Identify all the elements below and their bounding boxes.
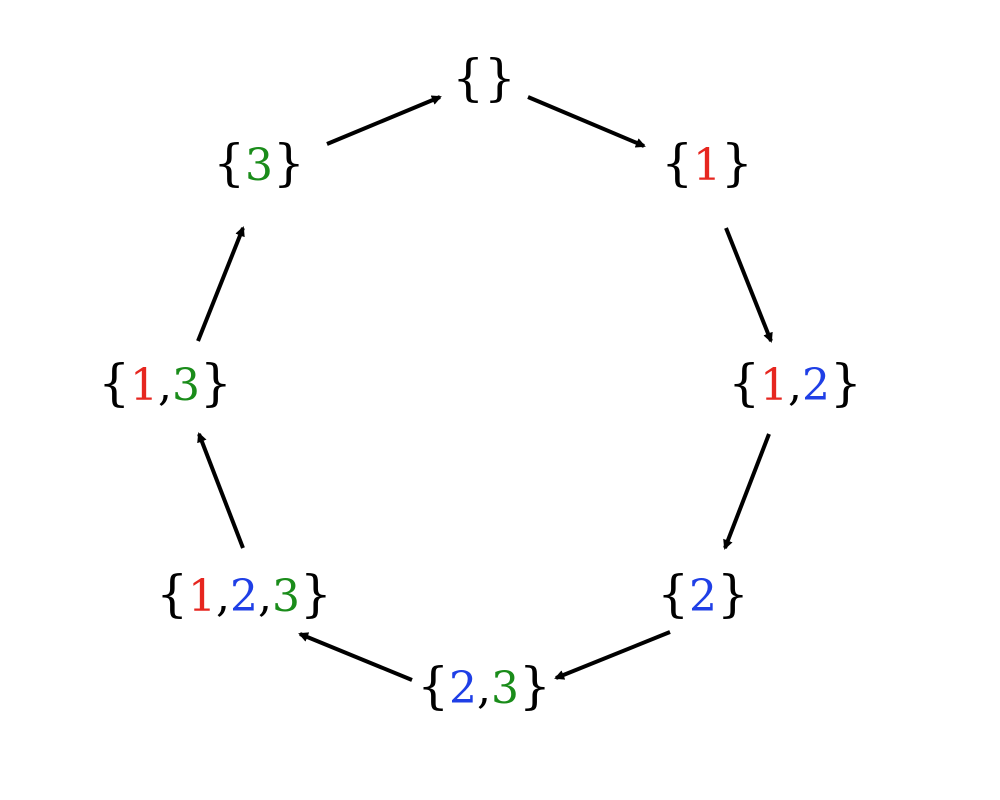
close-brace: } <box>721 134 753 192</box>
open-brace: { <box>417 657 449 715</box>
close-brace: } <box>484 49 516 107</box>
set-node-s2: {2} <box>657 569 749 619</box>
arrow-s1-to-s12 <box>724 227 773 343</box>
close-brace: } <box>830 354 862 412</box>
element-2: 2 <box>449 663 477 714</box>
close-brace: } <box>273 134 305 192</box>
element-2: 2 <box>689 571 717 622</box>
set-node-empty: {} <box>452 53 516 103</box>
set-node-s12: {1,2} <box>728 358 862 408</box>
arrow-empty-to-s1 <box>527 95 646 148</box>
element-3: 3 <box>491 663 519 714</box>
comma: , <box>158 360 172 411</box>
open-brace: { <box>728 354 760 412</box>
arrow-s23-to-s123 <box>298 632 413 682</box>
element-3: 3 <box>245 140 273 191</box>
comma: , <box>477 663 491 714</box>
element-2: 2 <box>230 571 258 622</box>
open-brace: { <box>156 565 188 623</box>
element-1: 1 <box>760 360 788 411</box>
arrow-s2-to-s23 <box>554 630 671 680</box>
close-brace: } <box>300 565 332 623</box>
close-brace: } <box>519 657 551 715</box>
set-node-s1: {1} <box>661 138 753 188</box>
element-1: 1 <box>130 360 158 411</box>
set-node-s3: {3} <box>213 138 305 188</box>
element-1: 1 <box>693 140 721 191</box>
open-brace: { <box>213 134 245 192</box>
open-brace: { <box>452 49 484 107</box>
set-node-s13: {1,3} <box>98 358 232 408</box>
element-1: 1 <box>188 571 216 622</box>
element-2: 2 <box>802 360 830 411</box>
arrow-s3-to-empty <box>326 95 442 146</box>
open-brace: { <box>661 134 693 192</box>
comma: , <box>216 571 230 622</box>
element-3: 3 <box>172 360 200 411</box>
set-node-s23: {2,3} <box>417 661 551 711</box>
comma: , <box>258 571 272 622</box>
arrow-s123-to-s13 <box>197 432 245 549</box>
element-3: 3 <box>272 571 300 622</box>
comma: , <box>788 360 802 411</box>
set-node-s123: {1,2,3} <box>156 569 332 619</box>
open-brace: { <box>98 354 130 412</box>
arrow-s12-to-s2 <box>723 433 771 550</box>
close-brace: } <box>717 565 749 623</box>
arrow-s13-to-s3 <box>196 226 245 342</box>
close-brace: } <box>200 354 232 412</box>
open-brace: { <box>657 565 689 623</box>
